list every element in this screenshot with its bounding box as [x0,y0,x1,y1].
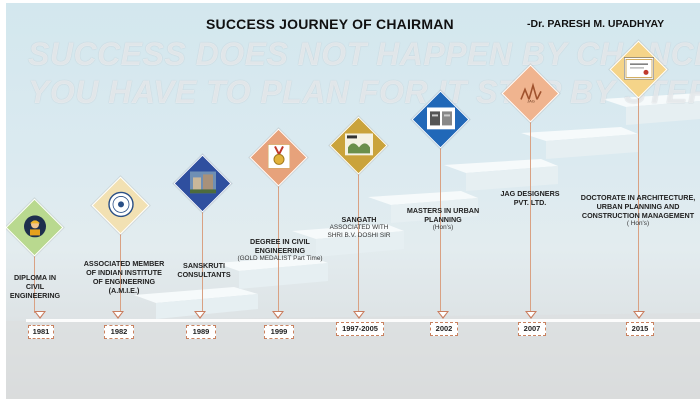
author-name: -Dr. PARESH M. UPADHYAY [527,18,665,30]
timeline-marker [272,311,284,319]
milestone-diamond [91,176,149,234]
milestone-label: DEGREE IN CIVIL ENGINEERING(GOLD MEDALIS… [232,237,328,263]
milestone-stem [358,174,359,313]
milestone-label: DOCTORATE IN ARCHITECTURE, URBAN PLANNIN… [574,193,700,228]
timeline-marker [633,311,645,319]
timeline-marker [112,311,124,319]
timeline-line [26,319,700,322]
svg-text:JAG: JAG [526,98,534,103]
milestone-diamond [6,198,63,256]
year-badge: 1997-2005 [336,322,384,336]
milestone-diamond [329,116,387,174]
quote-line-1: SUCCESS DOES NOT HAPPEN BY CHANCE [28,36,700,72]
engineer-icon [23,214,45,242]
planning-book-icon [426,106,454,134]
milestone-title: DOCTORATE IN ARCHITECTURE, URBAN PLANNIN… [580,193,696,220]
milestone-title: DIPLOMA IN CIVIL ENGINEERING [9,273,61,300]
milestone-diamond [173,154,231,212]
sangath-icon [344,132,372,160]
year-badge: 1989 [186,325,216,339]
milestone-label: DIPLOMA IN CIVIL ENGINEERING [6,273,70,300]
milestone-label: MASTERS IN URBAN PLANNING(Hon's) [402,206,484,232]
institute-seal-icon [107,191,133,222]
quote-line-2: YOU HAVE TO PLAN FOR IT STEP BY STEP. [28,74,700,110]
timeline-marker [437,311,449,319]
milestone-stem [120,234,121,313]
year-badge: 1981 [28,325,54,339]
milestone-stem [530,122,531,313]
milestone-title: SANSKRUTI CONSULTANTS [177,261,231,279]
milestone-title: MASTERS IN URBAN PLANNING [406,206,480,224]
milestone-diamond [411,90,469,148]
milestone-diamond [609,40,667,98]
milestone-title: SANGATH [341,215,377,224]
milestone-diamond: JAG [501,64,559,122]
milestone-stem [440,148,441,313]
milestone-stem [34,256,35,313]
year-badge: 2015 [626,322,654,336]
milestone-subtitle: ASSOCIATED WITH SHRI B.V. DOSHI SIR [327,224,391,239]
jag-logo-icon: JAG [516,81,544,108]
year-badge: 1999 [264,325,294,339]
milestone-label: ASSOCIATED MEMBER OF INDIAN INSTITUTE OF… [78,259,170,295]
milestone-stem [278,186,279,313]
certificate-icon [622,56,654,84]
page-title: SUCCESS JOURNEY OF CHAIRMAN [206,16,454,32]
slide: SUCCESS DOES NOT HAPPEN BY CHANCE YOU HA… [6,3,700,399]
milestone-diamond [249,128,307,186]
year-badge: 2002 [430,322,458,336]
timeline-marker [34,311,46,319]
timeline-marker [194,311,206,319]
gold-medal-icon [266,143,290,173]
milestone-subtitle: (Hon's) [432,224,454,231]
timeline-marker [353,311,365,319]
timeline-marker [525,311,537,319]
milestone-label: JAG DESIGNERS PVT. LTD. [494,189,566,207]
milestone-subtitle: (GOLD MEDALIST Part Time) [237,255,323,262]
milestone-label: SANSKRUTI CONSULTANTS [166,261,242,279]
milestone-stem [202,212,203,313]
building-photo-icon [189,170,215,198]
milestone-title: DEGREE IN CIVIL ENGINEERING [250,237,310,255]
milestone-subtitle: ( Hon's) [626,220,650,227]
milestone-title: ASSOCIATED MEMBER OF INDIAN INSTITUTE OF… [83,259,165,295]
year-badge: 2007 [518,322,546,336]
milestone-stem [638,98,639,313]
milestone-title: JAG DESIGNERS PVT. LTD. [500,189,560,207]
year-badge: 1982 [104,325,134,339]
